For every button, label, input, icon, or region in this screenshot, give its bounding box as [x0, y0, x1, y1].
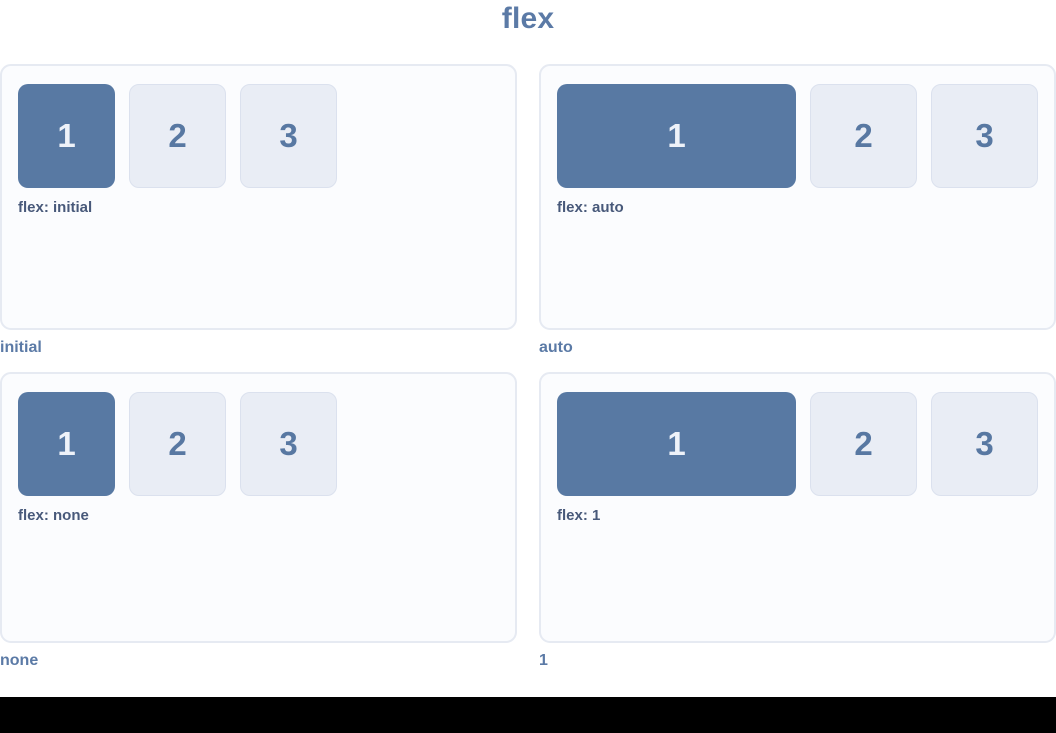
- panel-caption-1: 1: [539, 652, 548, 669]
- flex-item-3: 3: [240, 392, 337, 496]
- flex-value-label: flex: none: [18, 507, 89, 524]
- flex-item-3: 3: [931, 392, 1038, 496]
- demo-cell-initial: 1 2 3 flex: initial initial: [0, 64, 517, 356]
- flex-container: 1 2 3: [18, 84, 499, 188]
- flex-item-1: 1: [18, 392, 115, 496]
- panel-caption-auto: auto: [539, 339, 573, 356]
- bottom-black-bar: [0, 697, 1056, 733]
- flex-item-2: 2: [129, 84, 226, 188]
- flex-item-1: 1: [18, 84, 115, 188]
- page-title: flex: [501, 2, 555, 35]
- panel-caption-none: none: [0, 652, 39, 669]
- demo-cell-none: 1 2 3 flex: none none: [0, 372, 517, 669]
- demo-panel-auto: 1 2 3 flex: auto: [539, 64, 1056, 330]
- flex-container: 1 2 3: [18, 392, 499, 496]
- flex-item-2: 2: [129, 392, 226, 496]
- flex-item-2: 2: [810, 84, 917, 188]
- flex-item-3: 3: [240, 84, 337, 188]
- flex-item-3: 3: [931, 84, 1038, 188]
- panel-row-top: 1 2 3 flex: initial initial 1 2 3 flex: …: [0, 64, 1056, 356]
- flex-container: 1 2 3: [557, 84, 1038, 188]
- demo-cell-auto: 1 2 3 flex: auto auto: [539, 64, 1056, 356]
- demo-panel-none: 1 2 3 flex: none: [0, 372, 517, 643]
- flex-value-label: flex: initial: [18, 199, 93, 216]
- flex-container: 1 2 3: [557, 392, 1038, 496]
- flex-item-2: 2: [810, 392, 917, 496]
- demo-cell-1: 1 2 3 flex: 1 1: [539, 372, 1056, 669]
- flex-value-label: flex: auto: [557, 199, 624, 216]
- panel-caption-initial: initial: [0, 339, 42, 356]
- flex-item-1: 1: [557, 84, 796, 188]
- flex-item-1: 1: [557, 392, 796, 496]
- demo-panel-initial: 1 2 3 flex: initial: [0, 64, 517, 330]
- flex-value-label: flex: 1: [557, 507, 601, 524]
- panel-row-bottom: 1 2 3 flex: none none 1 2 3 flex: 1 1: [0, 372, 1056, 669]
- demo-panel-1: 1 2 3 flex: 1: [539, 372, 1056, 643]
